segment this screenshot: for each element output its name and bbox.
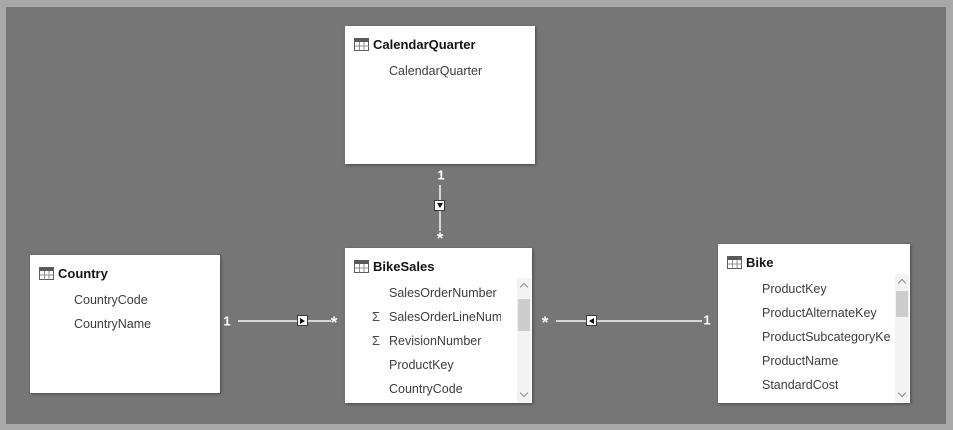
cardinality-one-label: 1 <box>703 312 711 328</box>
field-row[interactable]: ProductName <box>718 349 908 373</box>
field-name: CountryName <box>74 317 152 331</box>
field-name: RevisionNumber <box>389 334 482 348</box>
chevron-down-icon[interactable] <box>897 388 907 398</box>
table-title: BikeSales <box>373 258 435 274</box>
filter-direction-down-arrow-icon[interactable] <box>434 200 445 211</box>
cardinality-many-label: * <box>330 312 338 332</box>
field-list: CountryCode CountryName <box>30 288 218 336</box>
relationship-line-bike-bikesales[interactable] <box>556 320 702 322</box>
field-row[interactable]: ProductSubcategoryKey <box>718 325 908 349</box>
cardinality-many-label: * <box>541 312 549 332</box>
field-name: CalendarQuarter <box>389 64 483 78</box>
scrollbar-thumb[interactable] <box>518 299 530 331</box>
chevron-up-icon[interactable] <box>519 282 529 292</box>
cardinality-many-label: * <box>436 228 444 248</box>
scrollbar[interactable] <box>517 278 531 402</box>
table-title: Bike <box>746 254 774 270</box>
filter-direction-left-arrow-icon[interactable] <box>586 315 597 326</box>
field-row[interactable]: ProductKey <box>345 353 530 377</box>
field-row[interactable]: CountryCode <box>30 288 218 312</box>
field-name: CountryCode <box>389 382 463 396</box>
chevron-up-icon[interactable] <box>897 278 907 288</box>
table-header[interactable]: Country <box>39 264 216 282</box>
sigma-icon: Σ <box>372 333 381 348</box>
field-row[interactable]: StandardCost <box>718 373 908 397</box>
table-icon <box>354 259 369 273</box>
field-list: SalesOrderNumber Σ SalesOrderLineNumber … <box>345 281 530 401</box>
table-card-bikesales[interactable]: BikeSales SalesOrderNumber Σ SalesOrderL… <box>345 248 532 403</box>
field-row[interactable]: ProductAlternateKey <box>718 301 908 325</box>
scrollbar[interactable] <box>895 274 909 402</box>
field-name: ProductKey <box>762 282 827 296</box>
table-icon <box>39 266 54 280</box>
chevron-down-icon[interactable] <box>519 388 529 398</box>
table-header[interactable]: CalendarQuarter <box>354 35 531 53</box>
field-name: StandardCost <box>762 378 839 392</box>
table-card-country[interactable]: Country CountryCode CountryName <box>30 255 220 393</box>
field-row[interactable]: CountryCode <box>345 377 530 401</box>
sigma-icon: Σ <box>372 309 381 324</box>
table-title: Country <box>58 265 108 281</box>
field-name: ProductSubcategoryKey <box>762 330 890 344</box>
table-title: CalendarQuarter <box>373 36 476 52</box>
field-list: CalendarQuarter <box>345 59 533 83</box>
field-row[interactable]: ProductKey <box>718 277 908 301</box>
table-header[interactable]: Bike <box>727 253 906 271</box>
table-header[interactable]: BikeSales <box>354 257 528 275</box>
table-card-calendarquarter[interactable]: CalendarQuarter CalendarQuarter <box>345 26 535 164</box>
scrollbar-thumb[interactable] <box>896 291 908 317</box>
field-row[interactable]: CountryName <box>30 312 218 336</box>
table-icon <box>727 255 742 269</box>
field-row[interactable]: SalesOrderNumber <box>345 281 530 305</box>
field-row[interactable]: CalendarQuarter <box>345 59 533 83</box>
field-row[interactable]: Σ SalesOrderLineNumber <box>345 305 530 329</box>
cardinality-one-label: 1 <box>437 167 445 183</box>
field-row[interactable]: Σ RevisionNumber <box>345 329 530 353</box>
filter-direction-right-arrow-icon[interactable] <box>297 315 308 326</box>
table-icon <box>354 37 369 51</box>
field-name: ProductName <box>762 354 839 368</box>
cardinality-one-label: 1 <box>223 313 231 329</box>
relationship-line-country-bikesales[interactable] <box>238 320 331 322</box>
field-name: CountryCode <box>74 293 148 307</box>
field-name: SalesOrderNumber <box>389 286 497 300</box>
field-list: ProductKey ProductAlternateKey ProductSu… <box>718 277 908 397</box>
field-name: ProductAlternateKey <box>762 306 877 320</box>
table-card-bike[interactable]: Bike ProductKey ProductAlternateKey Prod… <box>718 244 910 403</box>
field-name: SalesOrderLineNumber <box>389 310 501 324</box>
field-name: ProductKey <box>389 358 454 372</box>
